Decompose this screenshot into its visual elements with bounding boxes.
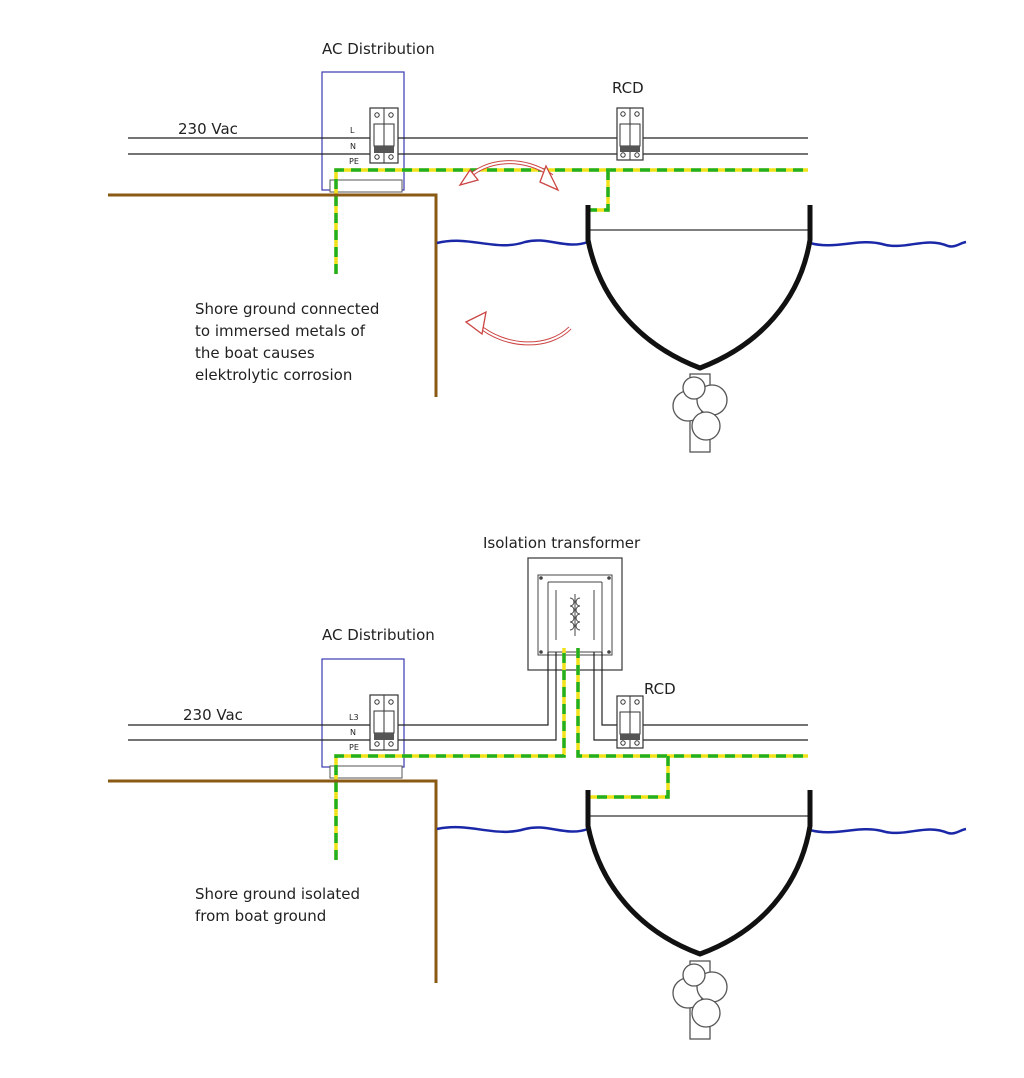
top-panel-base [329,179,403,193]
top-boat-hull [585,205,813,371]
transformer-coil-icon [527,557,623,671]
top-curved-arrow-icon-1 [458,160,560,192]
top-caption-line-3: the boat causes [195,344,315,362]
top-voltage-label: 230 Vac [178,120,238,138]
bottom-ac-distribution-label: AC Distribution [322,626,435,644]
bottom-panel-base [329,765,403,779]
bottom-diagram: Isolation transformer AC Distribution RC… [108,534,967,1040]
top-water-left [436,239,589,247]
top-rcd-label: RCD [612,79,644,97]
bottom-water-left [436,825,589,834]
top-water-right [809,240,967,248]
top-pe-wire [334,168,808,274]
top-shore-edge [108,193,438,397]
bottom-voltage-label: 230 Vac [183,706,243,724]
top-caption-line-1: Shore ground connected [195,300,379,318]
bottom-boat-pe-wire [576,648,808,799]
circuit-breaker-icon [369,694,399,751]
bottom-terminal-n: N [350,728,356,737]
top-caption-line-2: to immersed metals of [195,322,366,340]
bottom-propeller-icon [672,960,728,1040]
bottom-terminal-l3: L3 [349,713,359,722]
top-terminal-pe: PE [349,157,359,166]
top-caption: Shore ground connected to immersed metal… [195,300,384,384]
bottom-terminal-pe: PE [349,743,359,752]
bottom-rcd-label: RCD [644,680,676,698]
bottom-water-right [809,827,967,835]
bottom-transformer-label: Isolation transformer [483,534,641,552]
rcd-icon [616,695,644,749]
top-terminal-n: N [350,142,356,151]
bottom-shore-edge [108,779,438,983]
bottom-caption-line-2: from boat ground [195,907,326,925]
rcd-icon [616,107,644,161]
top-ac-distribution-label: AC Distribution [322,40,435,58]
top-curved-arrow-icon-2 [464,310,572,346]
top-caption-line-4: elektrolytic corrosion [195,366,352,384]
bottom-live-wire [128,652,808,726]
bottom-neutral-wire [128,652,808,741]
bottom-boat-hull [585,790,813,957]
bottom-shore-pe-wire [334,648,566,860]
bottom-caption: Shore ground isolated from boat ground [195,885,365,925]
top-terminal-l: L [350,126,355,135]
bottom-caption-line-1: Shore ground isolated [195,885,360,903]
top-diagram: AC Distribution RCD 230 Vac L N PE [108,40,967,453]
circuit-breaker-icon [369,107,399,164]
top-propeller-icon [672,373,728,453]
